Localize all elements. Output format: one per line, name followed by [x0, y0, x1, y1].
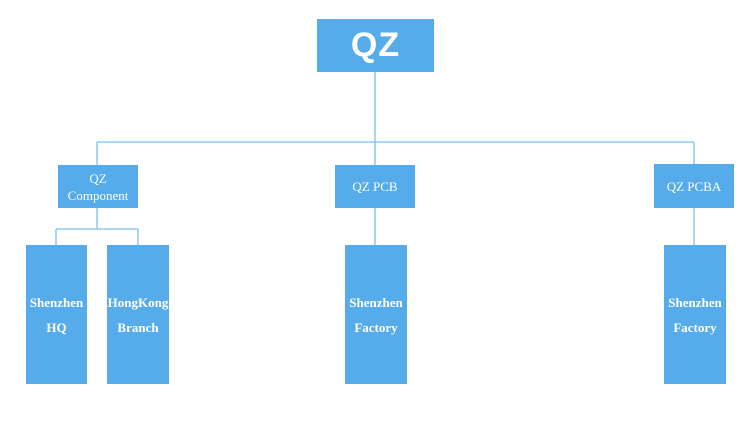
unit-box-shenzhen-hq: Shenzhen HQ: [26, 245, 87, 384]
division-label-qz-pcb: QZ PCB: [352, 179, 398, 194]
org-root-label: QZ: [350, 26, 401, 64]
division-label-qz-component: QZ Component: [67, 170, 129, 203]
unit-label-pcb-shenzhen-factory: Shenzhen Factory: [349, 294, 403, 335]
unit-box-pcba-shenzhen-factory: Shenzhen Factory: [664, 245, 726, 384]
division-box-qz-pcba: QZ PCBA: [654, 164, 734, 208]
org-root-box: QZ: [317, 19, 434, 72]
unit-label-shenzhen-hq: Shenzhen HQ: [29, 294, 84, 335]
division-box-qz-pcb: QZ PCB: [335, 165, 415, 208]
division-box-qz-component: QZ Component: [58, 165, 138, 208]
unit-box-hongkong-branch: HongKong Branch: [107, 245, 169, 384]
division-label-qz-pcba: QZ PCBA: [666, 178, 722, 194]
unit-box-pcb-shenzhen-factory: Shenzhen Factory: [345, 245, 407, 384]
unit-label-hongkong-branch: HongKong Branch: [107, 294, 169, 335]
unit-label-pcba-shenzhen-factory: Shenzhen Factory: [668, 294, 722, 335]
